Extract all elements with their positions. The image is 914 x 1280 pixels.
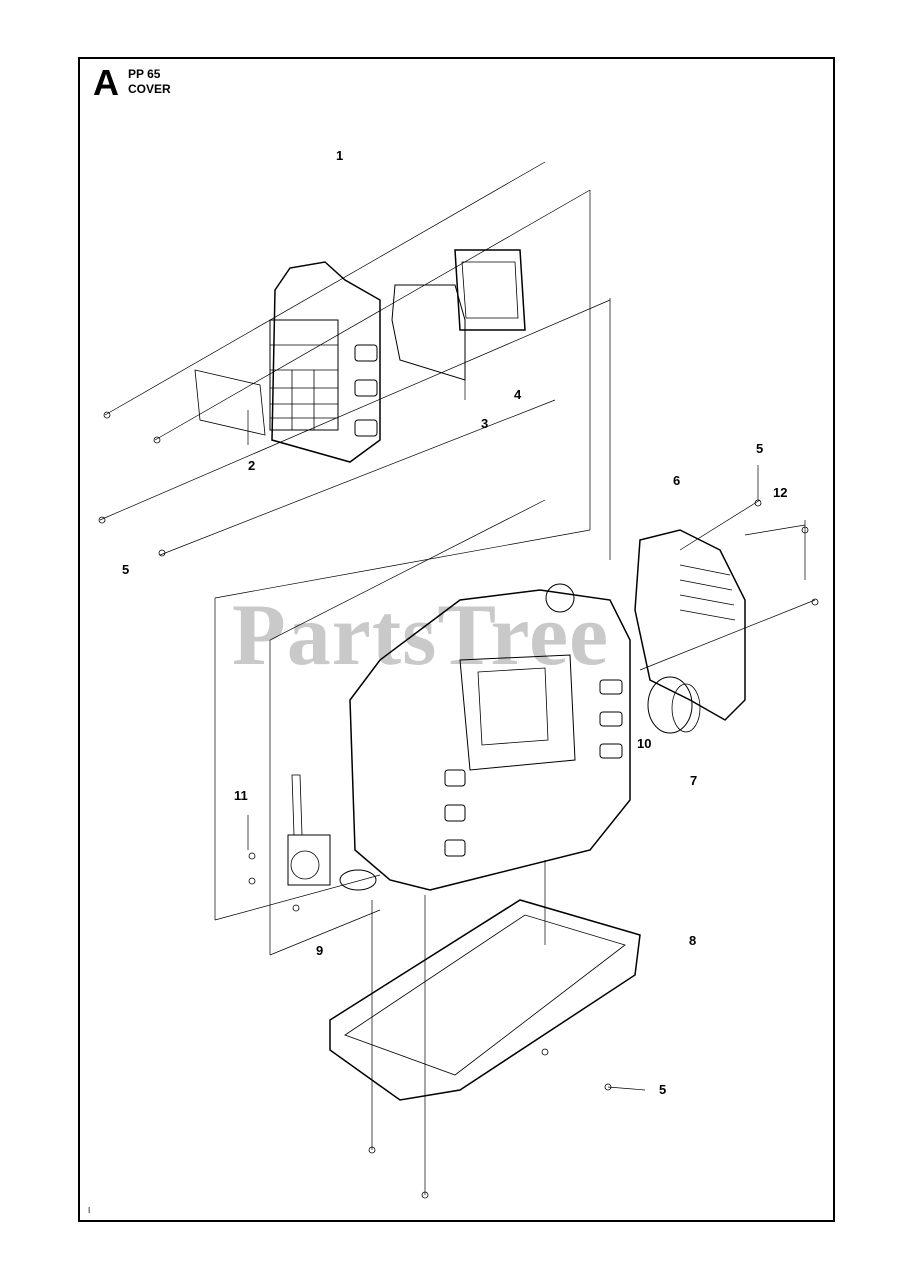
- callout-5-bottom: 5: [659, 1082, 667, 1097]
- leader-lines: [99, 161, 816, 1195]
- knob-part: [647, 676, 701, 734]
- main-body-part: [349, 583, 631, 891]
- model-name: PP 65: [128, 67, 161, 81]
- callout-5-left: 5: [122, 562, 130, 577]
- callout-11: 11: [234, 788, 248, 803]
- fan-assembly-part: [287, 774, 377, 891]
- base-tray-part: [329, 899, 641, 1101]
- callout-5-right: 5: [756, 441, 764, 456]
- filter-part: [391, 249, 526, 381]
- callout-1: 1: [336, 148, 344, 163]
- section-letter: A: [93, 62, 119, 103]
- side-cover-part: [634, 529, 746, 721]
- front-cover-part: [269, 261, 381, 463]
- callout-7: 7: [690, 773, 698, 788]
- callout-4: 4: [514, 387, 522, 402]
- diagram-title: PP 65 COVER: [128, 67, 171, 97]
- callout-12: 12: [773, 485, 788, 500]
- label-part: [194, 369, 266, 436]
- callout-8: 8: [689, 933, 697, 948]
- callout-3: 3: [481, 416, 489, 431]
- diagram-frame: [78, 57, 835, 1222]
- screws: [98, 411, 819, 1199]
- callout-6: 6: [673, 473, 681, 488]
- callout-2: 2: [248, 458, 256, 473]
- callout-10: 10: [637, 736, 652, 751]
- watermark: PartsTree: [232, 587, 610, 684]
- callout-9: 9: [316, 943, 324, 958]
- footer-mark: I: [88, 1206, 91, 1215]
- section-name: COVER: [128, 82, 171, 96]
